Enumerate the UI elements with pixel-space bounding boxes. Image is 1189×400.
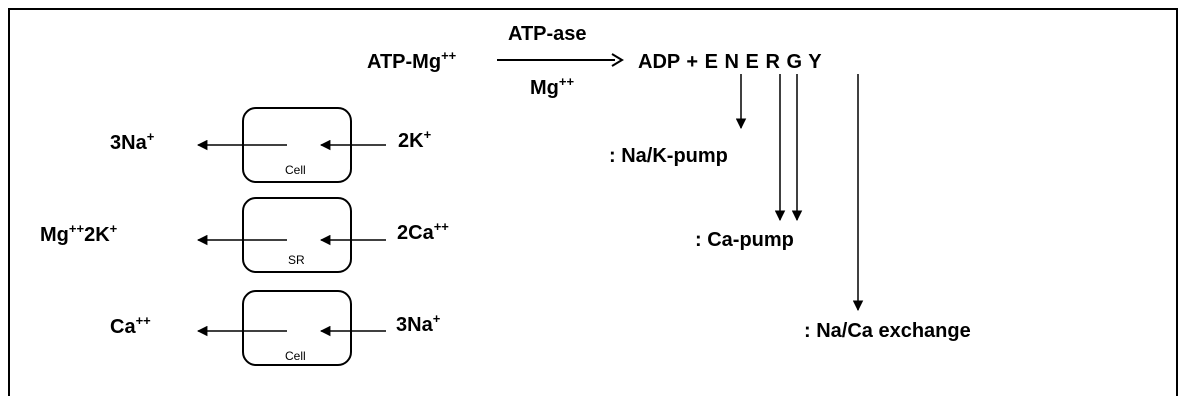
out-ion-3: Ca++: [110, 313, 151, 338]
sr-box: [242, 197, 352, 273]
in-ion-3: 3Na+: [396, 311, 441, 336]
box-label-sr: SR: [288, 253, 305, 267]
na-k-pump-label: : Na/K-pump: [609, 145, 728, 167]
diagram-frame: [8, 8, 1178, 396]
out-ion-2: Mg++2K+: [40, 221, 118, 246]
na-ca-exchange-label: : Na/Ca exchange: [804, 320, 971, 342]
out-ion-1: 3Na+: [110, 129, 155, 154]
box-label-cell-1: Cell: [285, 163, 306, 177]
cell-box-2: [242, 290, 352, 366]
reactant: ATP-Mg++: [367, 48, 457, 73]
reaction-arrowhead: [611, 53, 624, 67]
enzyme-bottom: Mg++: [530, 74, 575, 99]
products: ADP + E N E R G Y: [638, 51, 822, 73]
box-label-cell-2: Cell: [285, 349, 306, 363]
enzyme-top: ATP-ase: [508, 23, 587, 45]
in-ion-1: 2K+: [398, 127, 432, 152]
ca-pump-label: : Ca-pump: [695, 229, 794, 251]
in-ion-2: 2Ca++: [397, 219, 449, 244]
